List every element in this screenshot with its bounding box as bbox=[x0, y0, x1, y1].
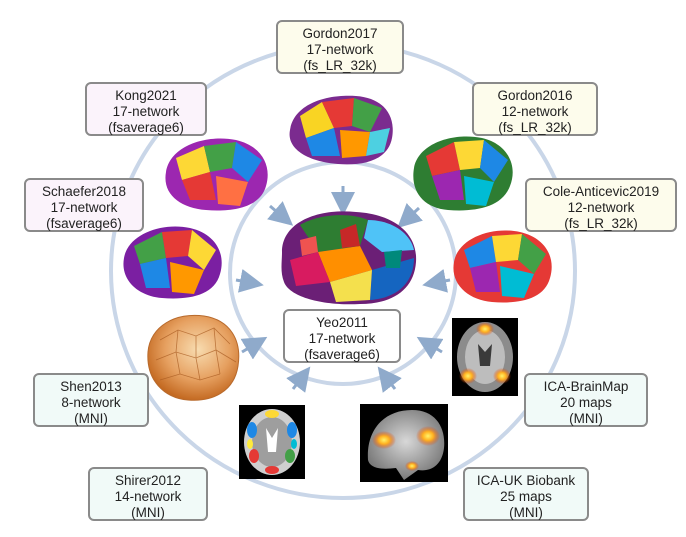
schaefer2018-brain-icon bbox=[123, 226, 222, 299]
label-line: Shirer2012 bbox=[114, 473, 182, 488]
arrows bbox=[235, 186, 451, 393]
label-line: 14-network bbox=[114, 489, 182, 504]
label-line: 20 maps bbox=[560, 395, 612, 410]
label-line: (MNI) bbox=[74, 411, 108, 426]
ica-ukbiobank-slice-icon bbox=[360, 404, 448, 482]
arrow-bottom-right bbox=[377, 366, 402, 393]
gordon2017-label: Gordon2017 17-network (fs_LR_32k) bbox=[276, 20, 404, 74]
label-line: (fsaverage6) bbox=[46, 216, 122, 231]
arrow-upper-left bbox=[267, 201, 294, 226]
label-line: (MNI) bbox=[509, 505, 543, 520]
arrow-bottom-left bbox=[286, 366, 311, 393]
arrow-lower-left bbox=[240, 336, 268, 360]
label-line: Schaefer2018 bbox=[41, 184, 127, 199]
arrow-right bbox=[422, 268, 451, 293]
label-line: 17-network bbox=[306, 42, 374, 57]
ica-ukbiobank-label: ICA-UK Biobank 25 maps (MNI) bbox=[463, 467, 589, 521]
shen2013-label: Shen2013 8-network (MNI) bbox=[33, 373, 149, 427]
yeo2011-brain-icon bbox=[281, 211, 417, 305]
label-line: Yeo2011 bbox=[316, 315, 368, 330]
label-line: 25 maps bbox=[500, 489, 552, 504]
yeo2011-label: Yeo2011 17-network (fsaverage6) bbox=[283, 309, 401, 363]
arrow-left bbox=[235, 268, 264, 293]
cole-anticevic2019-brain-icon bbox=[453, 230, 552, 303]
label-line: Gordon2017 bbox=[302, 26, 378, 41]
label-line: (fsaverage6) bbox=[108, 120, 184, 135]
label-line: (fs_LR_32k) bbox=[303, 58, 377, 73]
label-line: Cole-Anticevic2019 bbox=[542, 184, 660, 199]
kong2021-brain-icon bbox=[165, 138, 268, 211]
kong2021-label: Kong2021 17-network (fsaverage6) bbox=[85, 82, 207, 136]
label-line: 17-network bbox=[308, 331, 376, 346]
arrow-upper-right bbox=[397, 203, 423, 229]
gordon2016-label: Gordon2016 12-network (fs_LR_32k) bbox=[472, 82, 598, 136]
ica-brainmap-label: ICA-BrainMap 20 maps (MNI) bbox=[524, 373, 648, 427]
label-line: (MNI) bbox=[569, 411, 603, 426]
label-line: (MNI) bbox=[131, 505, 165, 520]
schaefer2018-label: Schaefer2018 17-network (fsaverage6) bbox=[24, 178, 144, 232]
label-line: (fs_LR_32k) bbox=[498, 120, 572, 135]
label-line: 12-network bbox=[501, 104, 569, 119]
label-line: 17-network bbox=[50, 200, 118, 215]
label-line: Kong2021 bbox=[115, 88, 177, 103]
label-line: Shen2013 bbox=[60, 379, 122, 394]
label-line: ICA-UK Biobank bbox=[476, 473, 576, 488]
label-line: 17-network bbox=[112, 104, 180, 119]
gordon2016-brain-icon bbox=[413, 136, 513, 211]
shirer2012-label: Shirer2012 14-network (MNI) bbox=[88, 467, 208, 521]
label-line: (fs_LR_32k) bbox=[564, 216, 638, 231]
arrow-lower-right bbox=[416, 336, 444, 360]
label-line: 12-network bbox=[567, 200, 635, 215]
shirer2012-slice-icon bbox=[239, 405, 305, 479]
shen2013-brain-icon bbox=[147, 314, 240, 401]
label-line: 8-network bbox=[61, 395, 121, 410]
ica-brainmap-slice-icon bbox=[452, 318, 518, 396]
label-line: (fsaverage6) bbox=[304, 347, 380, 362]
cole-anticevic2019-label: Cole-Anticevic2019 12-network (fs_LR_32k… bbox=[525, 178, 677, 232]
label-line: ICA-BrainMap bbox=[543, 379, 629, 394]
gordon2017-brain-icon bbox=[289, 95, 393, 165]
label-line: Gordon2016 bbox=[497, 88, 573, 103]
